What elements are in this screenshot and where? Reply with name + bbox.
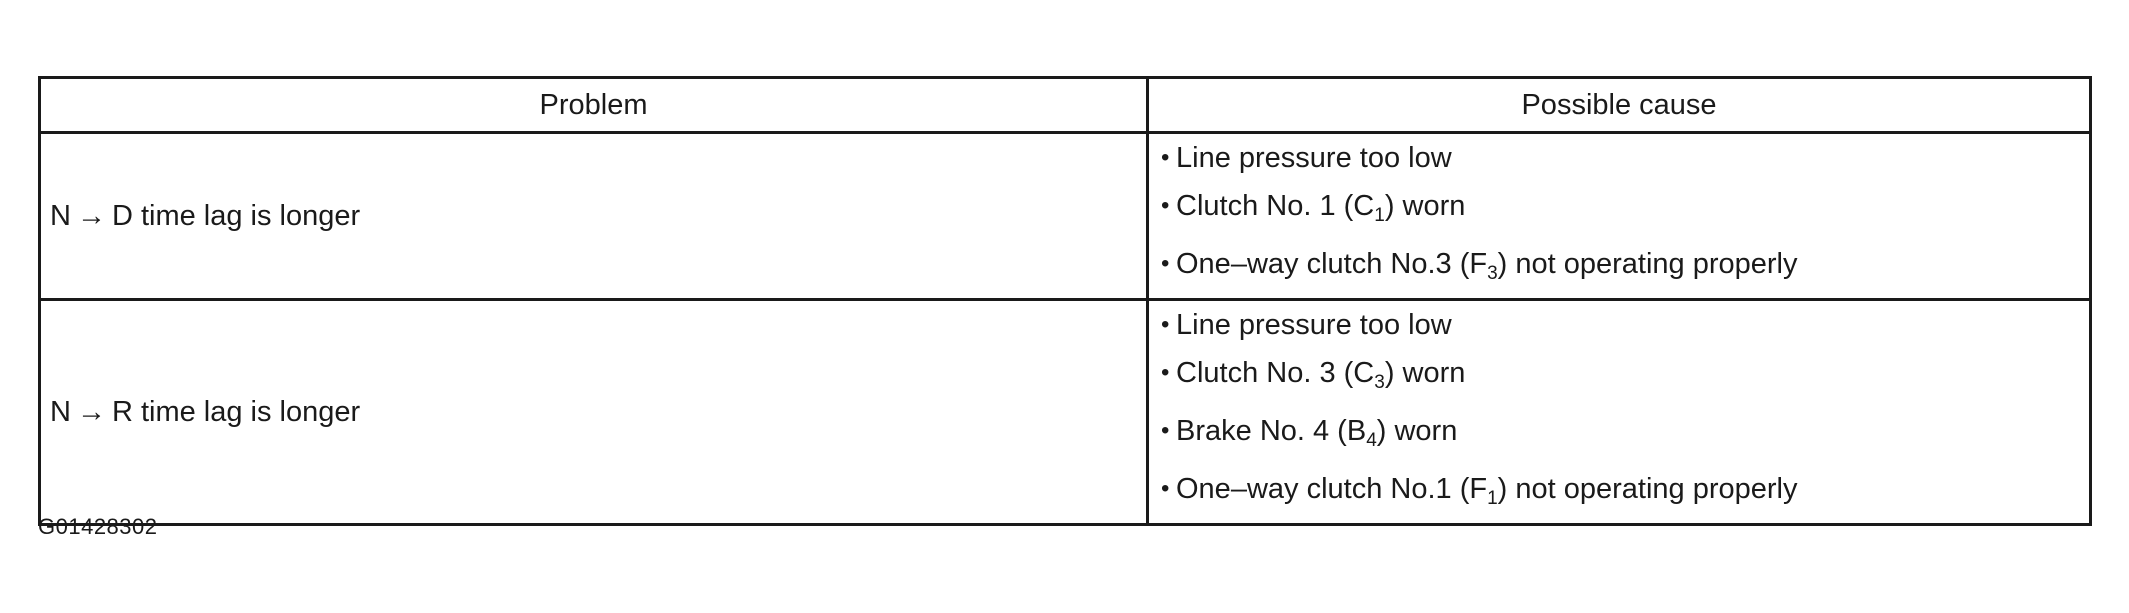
problem-from-gear: N [50,199,71,232]
cause-text-end: ) worn [1384,190,1466,222]
problem-cell: N→D time lag is longer [38,131,1149,301]
cause-subscript: 3 [1374,372,1385,393]
bullet-icon: • [1161,359,1170,386]
cause-text: One–way clutch No.1 (F [1176,473,1488,505]
possible-cause-cell: •Line pressure too low •Clutch No. 3 (C3… [1146,298,2092,526]
cause-text-end: ) worn [1376,415,1458,447]
bullet-icon: • [1161,311,1170,338]
cause-item: •Clutch No. 3 (C3) worn [1161,349,2089,407]
cause-item: •Line pressure too low [1161,134,2089,182]
bullet-icon: • [1161,192,1170,219]
cause-item: •One–way clutch No.1 (F1) not operating … [1161,465,2089,523]
cause-subscript: 3 [1487,263,1498,284]
cause-text: Clutch No. 3 (C [1176,357,1375,389]
table-row: N→D time lag is longer •Line pressure to… [38,131,2092,301]
bullet-icon: • [1161,417,1170,444]
problem-description: R time lag is longer [111,395,361,428]
cause-text: Line pressure too low [1176,142,1452,174]
cause-text: Brake No. 4 (B [1176,415,1367,447]
cause-text-end: ) not operating properly [1497,248,1798,280]
cause-text: One–way clutch No.3 (F [1176,248,1488,280]
cause-text-end: ) worn [1384,357,1466,389]
bullet-icon: • [1161,144,1170,171]
problem-from-gear: N [50,395,71,428]
cause-list: •Line pressure too low •Clutch No. 3 (C3… [1149,301,2089,523]
problem-column-header: Problem [38,76,1149,134]
problem-description: D time lag is longer [111,199,361,232]
cause-list: •Line pressure too low •Clutch No. 1 (C1… [1149,134,2089,298]
cause-text: Clutch No. 1 (C [1176,190,1375,222]
table-row: N→R time lag is longer •Line pressure to… [38,298,2092,526]
figure-id: G01428302 [38,514,158,539]
diagnosis-table: Problem Possible cause N→D time lag is l… [38,76,2092,526]
cause-item: •One–way clutch No.3 (F3) not operating … [1161,240,2089,298]
bullet-icon: • [1161,475,1170,502]
cause-text-end: ) not operating properly [1497,473,1798,505]
cause-item: •Brake No. 4 (B4) worn [1161,407,2089,465]
cause-item: •Line pressure too low [1161,301,2089,349]
right-arrow-icon: → [76,199,106,232]
possible-cause-cell: •Line pressure too low •Clutch No. 1 (C1… [1146,131,2092,301]
cause-item: •Clutch No. 1 (C1) worn [1161,182,2089,240]
table-header-row: Problem Possible cause [38,76,2092,134]
cause-text: Line pressure too low [1176,309,1452,341]
bullet-icon: • [1161,250,1170,277]
cause-subscript: 4 [1366,430,1377,451]
cause-subscript: 1 [1374,205,1385,226]
possible-cause-column-header: Possible cause [1146,76,2092,134]
cause-subscript: 1 [1487,488,1498,509]
problem-cell: N→R time lag is longer [38,298,1149,526]
right-arrow-icon: → [76,395,106,428]
